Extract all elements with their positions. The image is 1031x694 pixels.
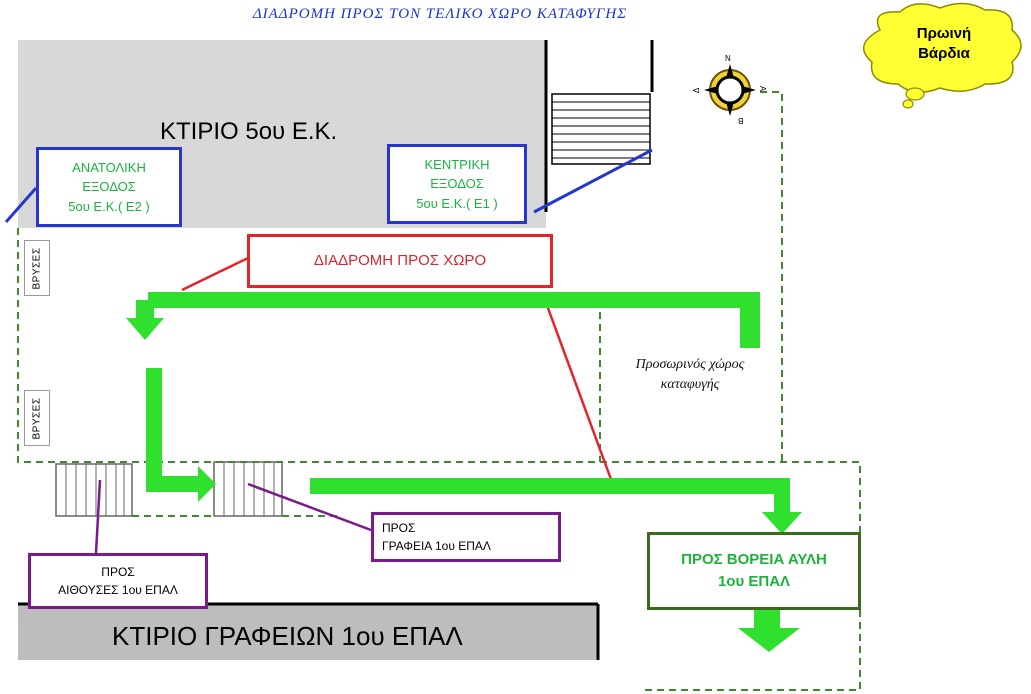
building-5ou-label: ΚΤΙΡΙΟ 5ου Ε.Κ. <box>160 118 338 145</box>
faucets-label-top: ΒΡΥΣΕΣ <box>24 240 50 296</box>
staircase-left <box>55 463 133 517</box>
to-north-yard-box: ΠΡΟΣ ΒΟΡΕΙΑ ΑΥΛΗ 1ου ΕΠΑΛ <box>647 532 861 610</box>
compass-e-label: A <box>758 85 768 92</box>
compass-icon <box>704 64 756 116</box>
central-exit-box: ΚΕΝΤΡΙΚΗ ΕΞΟΔΟΣ 5ου Ε.Κ.( Ε1 ) <box>387 144 527 224</box>
route-arrows <box>126 292 802 652</box>
faucets-text-bottom: ΒΡΥΣΕΣ <box>31 396 43 440</box>
page-title: ΔΙΑΔΡΟΜΗ ΠΡΟΣ ΤΟΝ ΤΕΛΙΚΟ ΧΩΡΟ ΚΑΤΑΦΥΓΗΣ <box>252 6 628 22</box>
compass-s-label: B <box>738 116 744 125</box>
building-grafeion-label: ΚΤΙΡΙΟ ΓΡΑΦΕΙΩΝ 1ου ΕΠΑΛ <box>112 621 463 651</box>
compass-n-label: N <box>725 54 731 63</box>
building-grafeion <box>18 604 598 660</box>
temporary-shelter-label: Προσωρινός χώρος καταφυγής <box>635 357 745 393</box>
shift-label: Πρωινή Βάρδια <box>916 25 972 63</box>
faucets-text-top: ΒΡΥΣΕΣ <box>31 246 43 290</box>
shift-cloud <box>863 2 1022 109</box>
route-label-box: ΔΙΑΔΡΟΜΗ ΠΡΟΣ ΧΩΡΟ <box>247 234 553 288</box>
staircase-top <box>551 93 651 165</box>
to-classrooms-box: ΠΡΟΣ ΑΙΘΟΥΣΕΣ 1ου ΕΠΑΛ <box>28 553 208 609</box>
compass-w-label: Δ <box>692 87 702 94</box>
to-offices-box: ΠΡΟΣ ΓΡΑΦΕΙΑ 1ου ΕΠΑΛ <box>371 512 561 562</box>
staircase-middle <box>213 461 283 517</box>
east-exit-box: ΑΝΑΤΟΛΙΚΗ ΕΞΟΔΟΣ 5ου Ε.Κ.( Ε2 ) <box>36 147 182 227</box>
faucets-label-bottom: ΒΡΥΣΕΣ <box>24 390 50 446</box>
